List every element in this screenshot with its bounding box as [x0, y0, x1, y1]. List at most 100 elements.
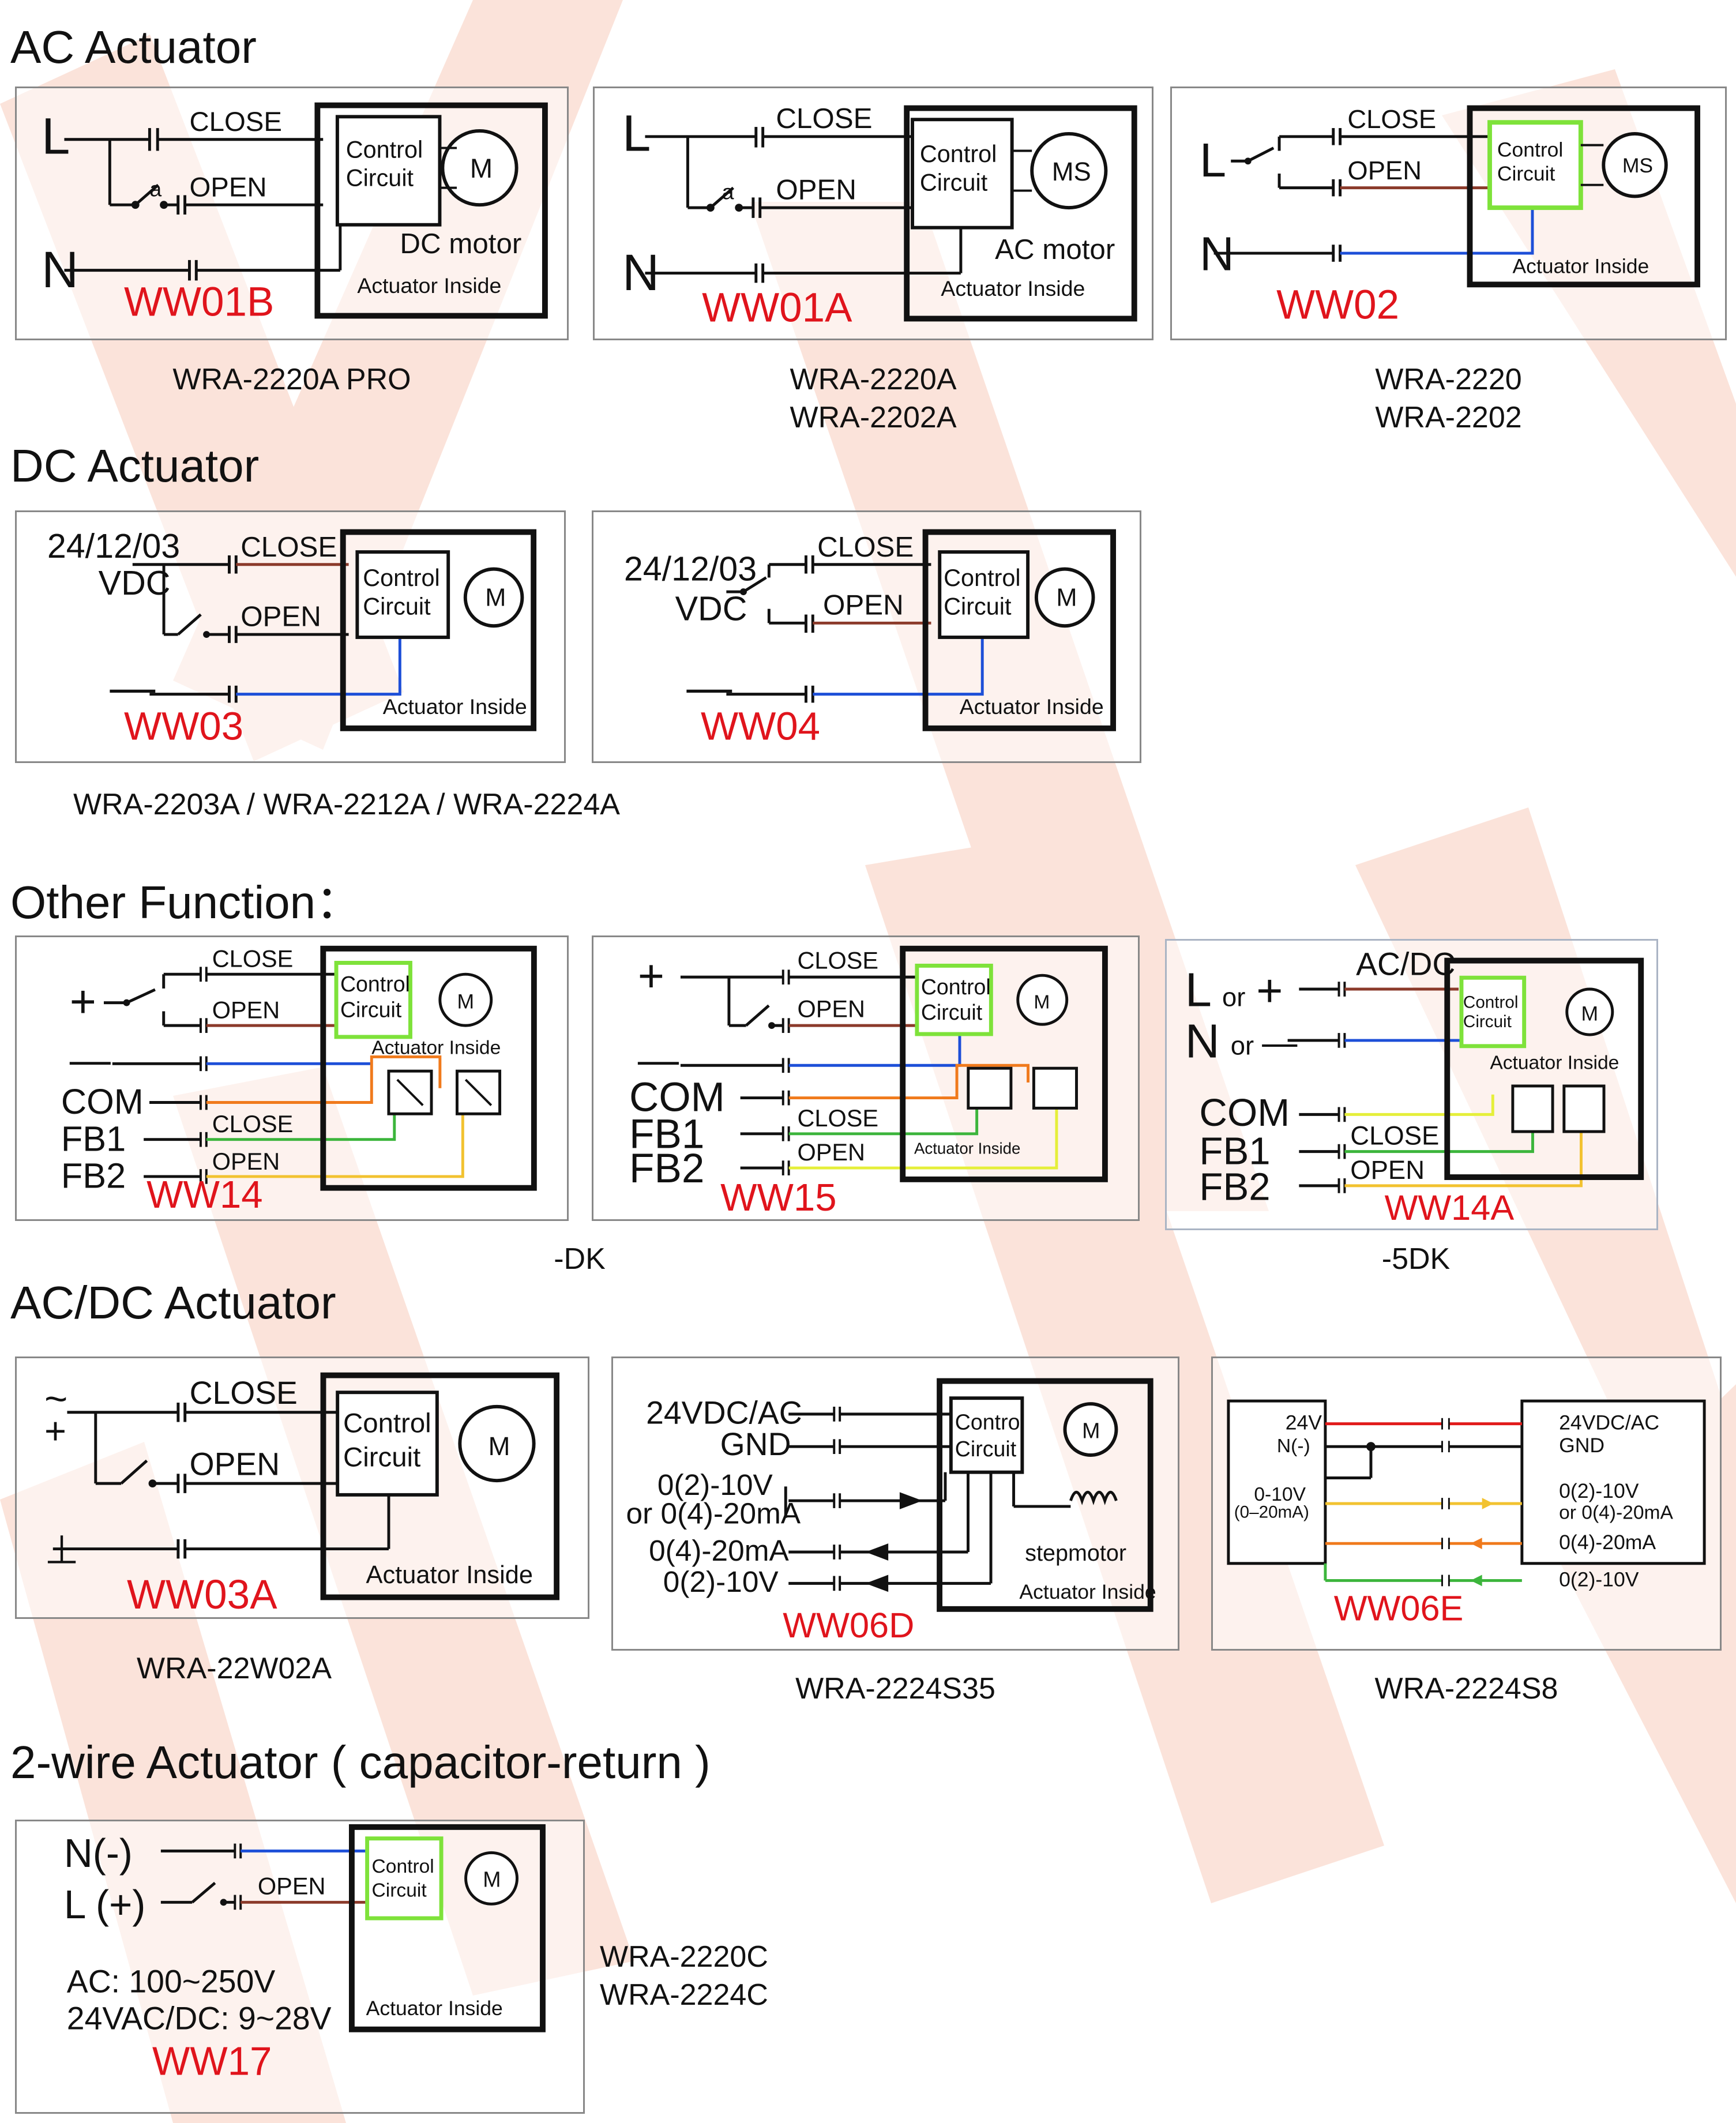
motor-icon: [1565, 987, 1614, 1036]
motor-m-label: M: [489, 1431, 510, 1461]
circuit-label: Circuit: [1463, 1012, 1512, 1031]
motor-icon: [1034, 567, 1095, 628]
right-0-10v-in: 0(2)-10V: [1559, 1479, 1639, 1502]
or-label: or: [1222, 983, 1245, 1012]
control-label: Control: [372, 1856, 434, 1877]
line-n-label: N: [1185, 1014, 1220, 1068]
motor-m-label: M: [485, 584, 506, 612]
open-label: OPEN: [189, 172, 266, 202]
section-title-twowire: 2-wire Actuator ( capacitor-return ): [10, 1737, 711, 1788]
right-0-10v-out: 0(2)-10V: [1559, 1568, 1639, 1591]
close-label: CLOSE: [212, 945, 294, 972]
motor-m-label: M: [1082, 1418, 1100, 1442]
left-24v: 24V: [1286, 1411, 1322, 1434]
diagram-code: WW03A: [127, 1572, 277, 1618]
actuator-inside-label: Actuator Inside: [1490, 1052, 1619, 1073]
diagram-ww14: CLOSE OPEN CLOSE OPEN + — COM FB1 FB2 Co…: [15, 935, 569, 1221]
diagram-ww06e: 24V N(-) 0-10V (0–20mA) 24VDC/AC GND 0(2…: [1211, 1357, 1722, 1651]
caption-ww17: WRA-2220C WRA-2224C: [600, 1938, 768, 2014]
caption-ww02: WRA-2220 WRA-2202: [1170, 360, 1727, 437]
row-24vdc-ac: 24VDC/AC: [646, 1395, 802, 1431]
motor-ms-label: MS: [1052, 157, 1091, 186]
circuit-label: Circuit: [921, 1000, 983, 1024]
fb-close-label: CLOSE: [1350, 1121, 1439, 1151]
circuit-label: Circuit: [1497, 162, 1555, 185]
diagram-code: WW06D: [783, 1606, 914, 1645]
diagram-code: WW14A: [1385, 1188, 1515, 1227]
actuator-inside-label: Actuator Inside: [357, 273, 501, 298]
plus-terminal: +: [1256, 965, 1283, 1016]
line-l-label: L: [42, 107, 70, 164]
switch-a-label: a: [722, 179, 734, 204]
caption-ww14a: -5DK: [1358, 1240, 1474, 1278]
motor-icon: [1030, 131, 1108, 210]
section-title-dc: DC Actuator: [10, 440, 260, 491]
supply-type: VDC: [99, 563, 171, 602]
motor-type-label: AC motor: [995, 234, 1115, 265]
n-minus-terminal: N(-): [64, 1831, 133, 1876]
line-n-label: N: [42, 241, 78, 298]
model-number: WRA-2202: [1375, 401, 1522, 434]
open-label: OPEN: [797, 995, 865, 1022]
fb-close-label: CLOSE: [212, 1110, 294, 1137]
control-label: Control: [340, 972, 410, 996]
ac-tilde: ~: [44, 1376, 67, 1421]
actuator-inside-label: Actuator Inside: [371, 1038, 501, 1059]
motor-icon: [441, 129, 518, 207]
open-label: OPEN: [1347, 156, 1422, 185]
model-number: WRA-2224S8: [1374, 1672, 1558, 1705]
diagram-ww03a: CLOSE OPEN ~ + ⊥ Control Circuit M Actua…: [15, 1357, 589, 1619]
motor-m-label: M: [1034, 991, 1050, 1013]
motor-icon: [1602, 131, 1668, 198]
section-title-other: Other Function：: [10, 877, 362, 928]
close-label: CLOSE: [241, 531, 337, 563]
feedback-switch-icon: [967, 1066, 1013, 1110]
left-n-minus: N(-): [1277, 1436, 1310, 1457]
line-l-label: L: [1200, 133, 1226, 187]
minus-terminal: —: [638, 1038, 679, 1083]
control-label: Control: [343, 1408, 431, 1438]
model-number: WRA-2224S35: [795, 1672, 995, 1705]
minus-terminal: —: [1262, 1023, 1298, 1062]
diagram-code: WW04: [701, 704, 820, 749]
right-gnd: GND: [1559, 1434, 1605, 1457]
control-label: Control: [346, 136, 423, 163]
close-label: CLOSE: [776, 103, 872, 134]
motor-m-label: M: [457, 990, 474, 1013]
caption-ww15: -DK: [536, 1240, 623, 1278]
minus-terminal: —: [70, 1038, 111, 1083]
actuator-inside-label: Actuator Inside: [366, 1997, 503, 2020]
actuator-inside-label: Actuator Inside: [1019, 1580, 1156, 1603]
motor-m-label: M: [1056, 584, 1077, 612]
model-number: WRA-2203A / WRA-2212A / WRA-2224A: [73, 788, 620, 821]
diagram-code: WW01B: [124, 280, 274, 325]
row-gnd: GND: [720, 1426, 791, 1462]
close-label: CLOSE: [1347, 104, 1436, 134]
plus-terminal: +: [44, 1410, 66, 1452]
diagram-code: WW14: [146, 1173, 262, 1216]
diagram-code: WW17: [152, 2039, 272, 2084]
actuator-inside-label: Actuator Inside: [960, 694, 1104, 719]
circuit-label: Circuit: [363, 593, 431, 620]
supply-voltage: 24/12/03: [624, 549, 757, 588]
circuit-label: Circuit: [346, 165, 414, 191]
caption-ww01a: WRA-2220A WRA-2202A: [593, 360, 1153, 437]
diagram-ww01a: CLOSE OPEN L N a Control Circuit MS AC m…: [593, 87, 1153, 340]
or-label: or: [1231, 1031, 1254, 1061]
open-label: OPEN: [190, 1446, 280, 1482]
plus-terminal: +: [70, 975, 96, 1027]
open-label: OPEN: [212, 996, 280, 1023]
model-number: WRA-2224C: [600, 1978, 768, 2012]
control-label: Control: [1463, 993, 1519, 1012]
diagram-ww06d: 24VDC/AC GND 0(2)-10V or 0(4)-20mA 0(4)-…: [611, 1357, 1179, 1651]
motor-type-label: DC motor: [400, 228, 521, 260]
line-l-label: L: [622, 105, 651, 162]
close-label: CLOSE: [189, 107, 281, 137]
left-0-20ma: (0–20mA): [1234, 1503, 1309, 1522]
minus-terminal: —: [686, 662, 732, 712]
control-label: Control: [921, 975, 991, 999]
diagram-ww15: CLOSE OPEN CLOSE OPEN + — COM FB1 FB2 Co…: [592, 935, 1140, 1221]
supply-type: VDC: [675, 589, 747, 627]
actuator-inside-label: Actuator Inside: [1512, 255, 1649, 278]
motor-m-label: M: [483, 1868, 501, 1892]
